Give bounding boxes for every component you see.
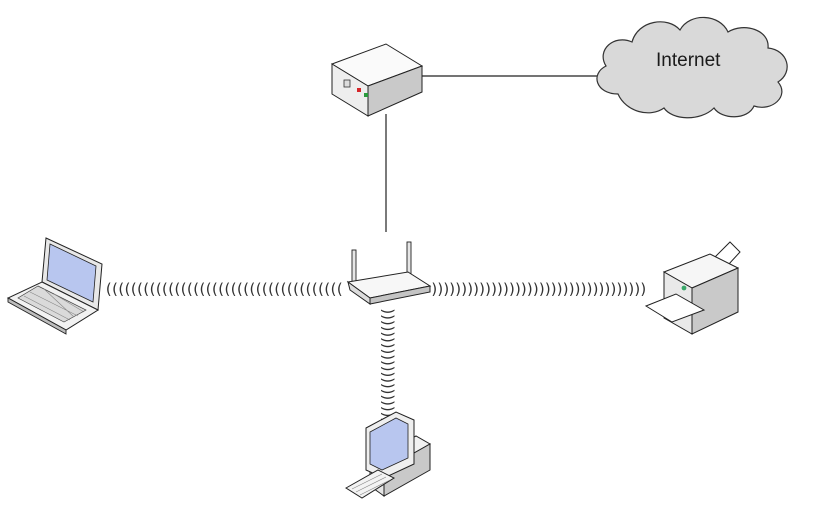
wireless-signal-laptop: (((((((((((((((((((((((((((((((((((((( bbox=[104, 280, 344, 298]
printer-icon bbox=[644, 241, 741, 335]
wireless-router-icon bbox=[346, 241, 432, 305]
internet-label: Internet bbox=[656, 50, 721, 71]
desktop-computer-icon bbox=[345, 411, 432, 499]
laptop-icon bbox=[6, 237, 103, 335]
wireless-signal-desktop: )))))))))))))))))))) bbox=[379, 307, 397, 425]
wireless-signal-printer: )))))))))))))))))))))))))))))))))))) bbox=[430, 280, 648, 298]
modem-icon bbox=[330, 43, 424, 117]
cloud-icon: Internet bbox=[596, 16, 788, 119]
